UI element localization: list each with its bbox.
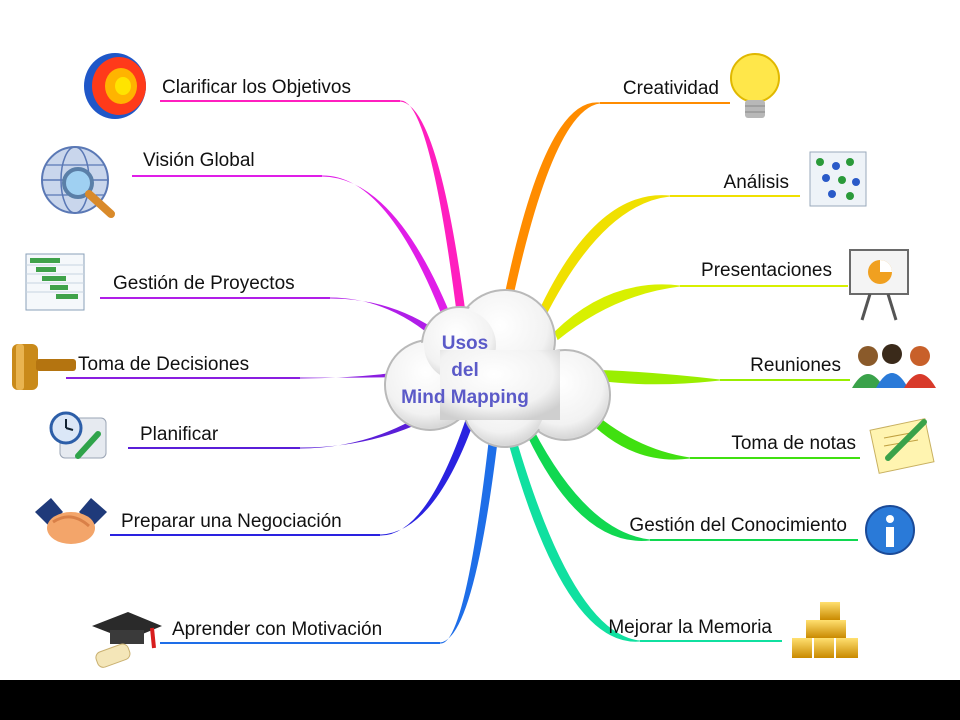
branch-label-creatividad: Creatividad [622,78,719,99]
lightbulb-icon [730,53,780,118]
info-icon [865,505,915,555]
center-title: Usos del Mind Mapping [380,330,550,411]
left-branch-curve-5 [380,417,474,536]
branch-label-toma-notas: Toma de notas [731,433,856,454]
target-icon [84,53,146,119]
branch-label-preparar-negociacion: Preparar una Negociación [121,511,342,532]
right-branch-curve-6 [508,437,640,642]
branch-label-clarificar-objetivos: Clarificar los Objetivos [162,77,351,98]
handshake-icon [35,498,107,544]
center-title-line3: Mind Mapping [401,387,529,408]
branch-label-toma-decisiones: Toma de Decisiones [78,354,250,375]
left-branch-curve-0 [400,100,467,322]
left-branch-curve-2 [330,297,442,343]
branch-label-mejorar-memoria: Mejorar la Memoria [608,617,772,638]
right-branch-curve-4 [582,405,690,460]
left-branch-curve-6 [440,423,500,644]
branch-label-reuniones: Reuniones [750,355,841,376]
right-branch-curve-3 [583,369,720,385]
graduation-cap-icon [92,612,162,668]
presentation-board-icon [849,249,909,321]
notepad-pencil-icon [869,418,935,474]
branch-label-analisis: Análisis [723,172,789,193]
center-cloud [384,289,611,448]
branch-label-gestion-conocimiento: Gestión del Conocimiento [629,515,847,536]
gavel-icon [12,344,76,390]
branch-connectors [12,53,936,668]
clock-calendar-icon [49,411,107,459]
mind-map-canvas: Usos del Mind Mapping Clarificar los Obj… [0,0,960,680]
gold-blocks-icon [792,602,858,658]
center-title-line1: Usos [441,333,489,354]
branch-label-aprender-motivacion: Aprender con Motivación [172,619,383,640]
right-branch-curve-1 [536,195,670,322]
center-title-line2: del [451,360,479,381]
branch-label-gestion-proyectos: Gestión de Proyectos [113,273,295,294]
globe-magnifier-icon [41,146,115,218]
branch-label-presentaciones: Presentaciones [701,260,832,281]
scatter-grid-icon [809,151,867,207]
branch-label-planificar: Planificar [140,424,219,445]
right-branch-curve-2 [554,284,680,341]
branch-label-vision-global: Visión Global [143,150,255,171]
bottom-black-bar [0,680,960,720]
gantt-chart-icon [25,253,85,311]
right-branch-curve-0 [503,102,600,302]
right-branch-curve-5 [526,428,650,541]
people-group-icon [852,344,936,388]
